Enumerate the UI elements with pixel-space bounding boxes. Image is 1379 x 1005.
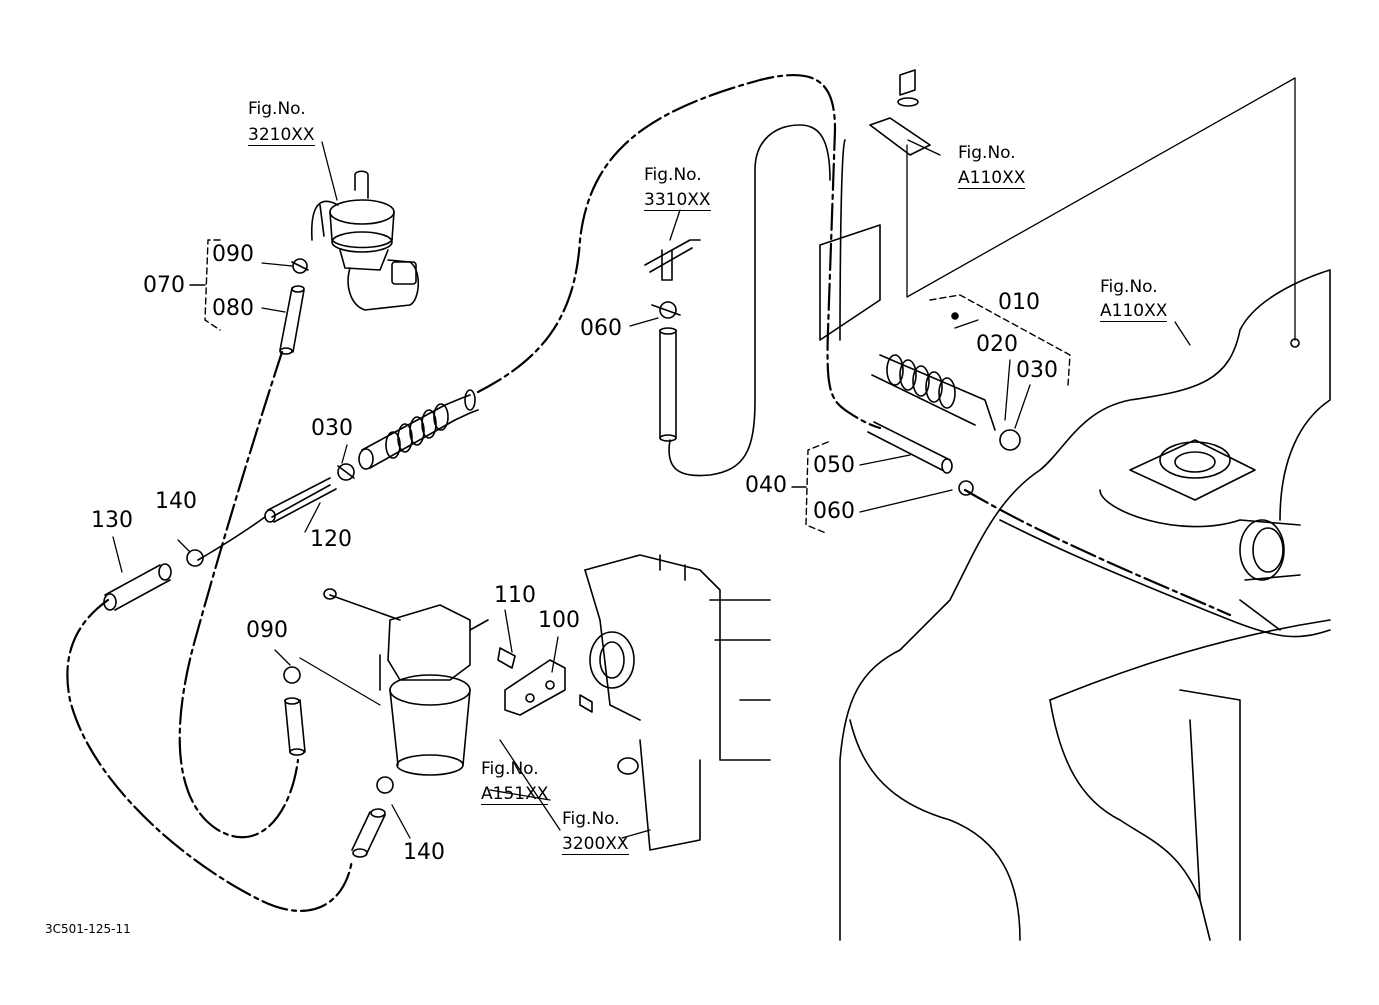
hose-pump-loop [180,352,298,837]
bracket-ticks [190,285,806,487]
bracket-100 [498,648,592,715]
hose-130 [104,550,203,610]
fig-ref-fuel-tank: A110XX [1100,301,1168,322]
part-number-010: 010 [998,290,1040,315]
fig-label-fuel-pump: Fig.No. [248,99,306,119]
fuel-filter [324,589,488,775]
part-number-090-top: 090 [212,242,254,267]
part-number-060-right: 060 [813,499,855,524]
part-number-120: 120 [310,527,352,552]
part-number-040: 040 [745,473,787,498]
hose-bottom [67,600,352,911]
leader-lines [113,78,1295,838]
injection-pump [585,555,770,850]
fig-label-fuel-filter: Fig.No. [481,759,539,779]
fig-label-injection-pump: Fig.No. [562,809,620,829]
part-number-130: 130 [91,508,133,533]
document-code: 3C501-125-11 [45,922,131,936]
fuel-tank [840,270,1330,940]
hose-050 [868,422,973,495]
fig-ref-bracket: A110XX [958,168,1026,189]
fig-ref-fuel-pump: 3210XX [248,125,315,146]
part-number-140-bottom: 140 [403,840,445,865]
fuel-hose-lines [67,75,1230,911]
fig-label-fuel-tank: Fig.No. [1100,277,1158,297]
part-number-100: 100 [538,608,580,633]
fuel-pump-drawing [292,171,418,310]
mounting-bracket [820,70,930,340]
fuel-strainer-left [359,390,478,469]
tee-joint [645,240,700,441]
hose-tank-outlet [965,490,1230,615]
part-number-030-left: 030 [311,416,353,441]
hose-080 [280,286,304,354]
group-brackets [205,240,1070,533]
fig-label-tee-joint: Fig.No. [644,165,702,185]
hose-090-bottom [284,667,305,755]
fuel-strainer-right [872,313,1020,450]
part-number-080: 080 [212,296,254,321]
hose-tank-return [478,75,880,428]
part-number-020: 020 [976,332,1018,357]
part-number-070: 070 [143,273,185,298]
part-number-140-top: 140 [155,489,197,514]
fig-label-bracket: Fig.No. [958,143,1016,163]
part-number-050: 050 [813,453,855,478]
fig-ref-fuel-filter: A151XX [481,784,549,805]
fig-ref-tee-joint: 3310XX [644,190,711,211]
hose-140-bottom [352,777,393,857]
part-number-060-center: 060 [580,316,622,341]
part-number-030-right: 030 [1016,358,1058,383]
fig-ref-injection-pump: 3200XX [562,834,629,855]
part-number-090-bottom: 090 [246,618,288,643]
pipe-120 [265,464,354,522]
part-number-110: 110 [494,583,536,608]
thin-hoses [198,125,830,560]
